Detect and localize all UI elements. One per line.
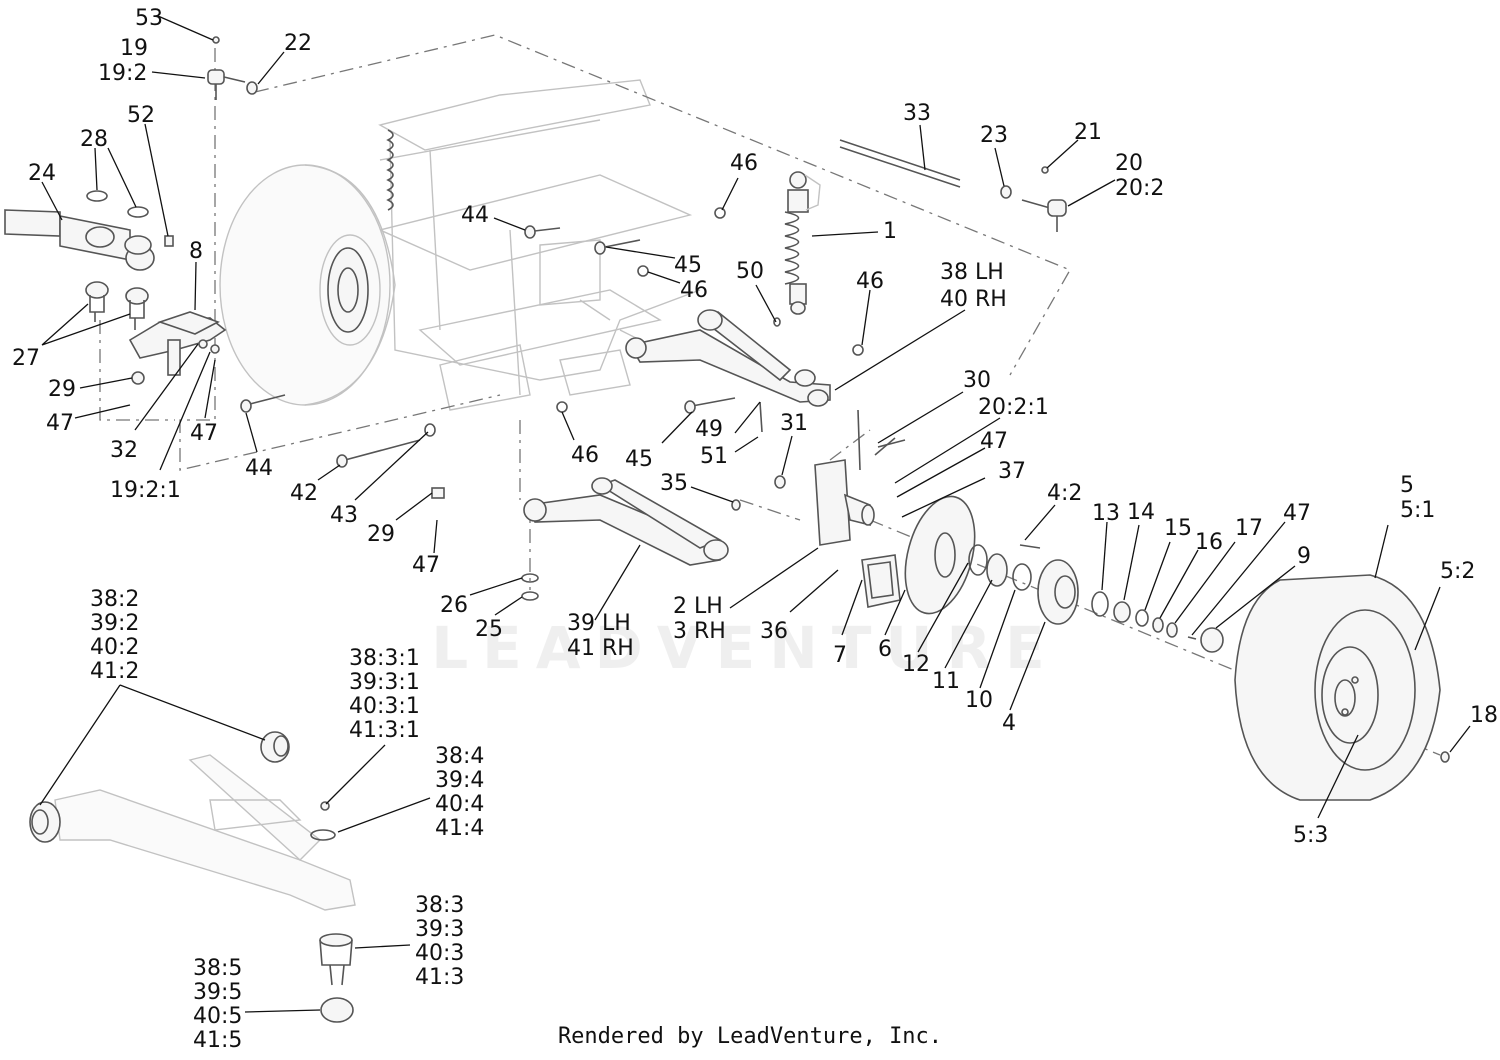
callout-18: 18 [1470, 703, 1498, 728]
callout-14: 14 [1127, 500, 1155, 525]
callout-6: 6 [878, 637, 892, 662]
chassis-outline [377, 79, 701, 411]
ball-joints [85, 281, 149, 330]
callout-28: 28 [80, 127, 108, 152]
callout-11: 11 [932, 669, 960, 694]
callout-29: 29 [367, 522, 395, 547]
tie-rod-end-left [207, 36, 258, 100]
callout-36: 36 [760, 619, 788, 644]
callout-47: 47 [46, 411, 74, 436]
leader-lines [39, 15, 1471, 1013]
callout-19-2-1: 19:2:1 [110, 478, 181, 503]
tie-rod [839, 139, 1067, 232]
callout-8: 8 [189, 239, 203, 264]
callout-46: 46 [730, 151, 758, 176]
callout-7: 7 [833, 643, 847, 668]
callout-44: 44 [245, 456, 273, 481]
callout-15: 15 [1164, 516, 1192, 541]
callout-10: 10 [965, 688, 993, 713]
callout-25: 25 [475, 617, 503, 642]
front-shock [784, 171, 821, 315]
callout-35: 35 [660, 471, 688, 496]
upper-a-arm [625, 309, 831, 407]
callout-22: 22 [284, 31, 312, 56]
rear-wheel-outline [219, 164, 396, 406]
callout-5-2: 5:2 [1440, 559, 1475, 584]
callout-9: 9 [1297, 544, 1311, 569]
callout-21: 21 [1074, 120, 1102, 145]
callout-46: 46 [680, 278, 708, 303]
callout-43: 43 [330, 503, 358, 528]
callout-53: 53 [135, 6, 163, 31]
callout-46: 46 [856, 269, 884, 294]
spindle [731, 409, 896, 546]
callout-17: 17 [1235, 516, 1263, 541]
callout-44: 44 [461, 203, 489, 228]
bearings-and-seals [968, 544, 1032, 591]
callout-30: 30 [963, 368, 991, 393]
footer-credit: Rendered by LeadVenture, Inc. [557, 1024, 943, 1049]
callout-27: 27 [12, 346, 40, 371]
callout-52: 52 [127, 103, 155, 128]
callout-49: 49 [695, 417, 723, 442]
o-rings [86, 190, 149, 218]
callout-33: 33 [903, 101, 931, 126]
callout-42: 42 [290, 481, 318, 506]
hub-hardware [1091, 591, 1224, 653]
watermark: LEADVENTURE [431, 614, 1059, 682]
callout-37: 37 [998, 459, 1026, 484]
callout-29: 29 [48, 377, 76, 402]
callout-16: 16 [1195, 530, 1223, 555]
callout-4: 4 [1002, 711, 1016, 736]
a-arm-detail [29, 731, 356, 1023]
callout-13: 13 [1092, 501, 1120, 526]
rear-shock [386, 129, 394, 211]
wheel-hub [1019, 544, 1079, 625]
front-wheel [1234, 574, 1450, 801]
callout-23: 23 [980, 123, 1008, 148]
callout-47: 47 [1283, 501, 1311, 526]
callout-5-3: 5:3 [1293, 823, 1328, 848]
steering-arm [128, 235, 227, 385]
callout-45: 45 [625, 447, 653, 472]
callout-47: 47 [980, 429, 1008, 454]
callout-47: 47 [190, 421, 218, 446]
callout-51: 51 [700, 444, 728, 469]
callout-45: 45 [674, 253, 702, 278]
callout-47: 47 [412, 553, 440, 578]
callout-4-2: 4:2 [1047, 481, 1082, 506]
callout-12: 12 [902, 652, 930, 677]
callout-1: 1 [883, 219, 897, 244]
brake-rotor [904, 495, 976, 615]
callout-20-2-1: 20:2:1 [978, 395, 1049, 420]
callout-46: 46 [571, 443, 599, 468]
callout-26: 26 [440, 593, 468, 618]
frame-bolts [240, 207, 906, 499]
brake-caliper [861, 554, 901, 608]
callout-32: 32 [110, 438, 138, 463]
callout-50: 50 [736, 259, 764, 284]
steering-cylinder [4, 209, 155, 271]
lower-a-arm [521, 477, 729, 601]
callout-31: 31 [780, 411, 808, 436]
callout-24: 24 [28, 161, 56, 186]
